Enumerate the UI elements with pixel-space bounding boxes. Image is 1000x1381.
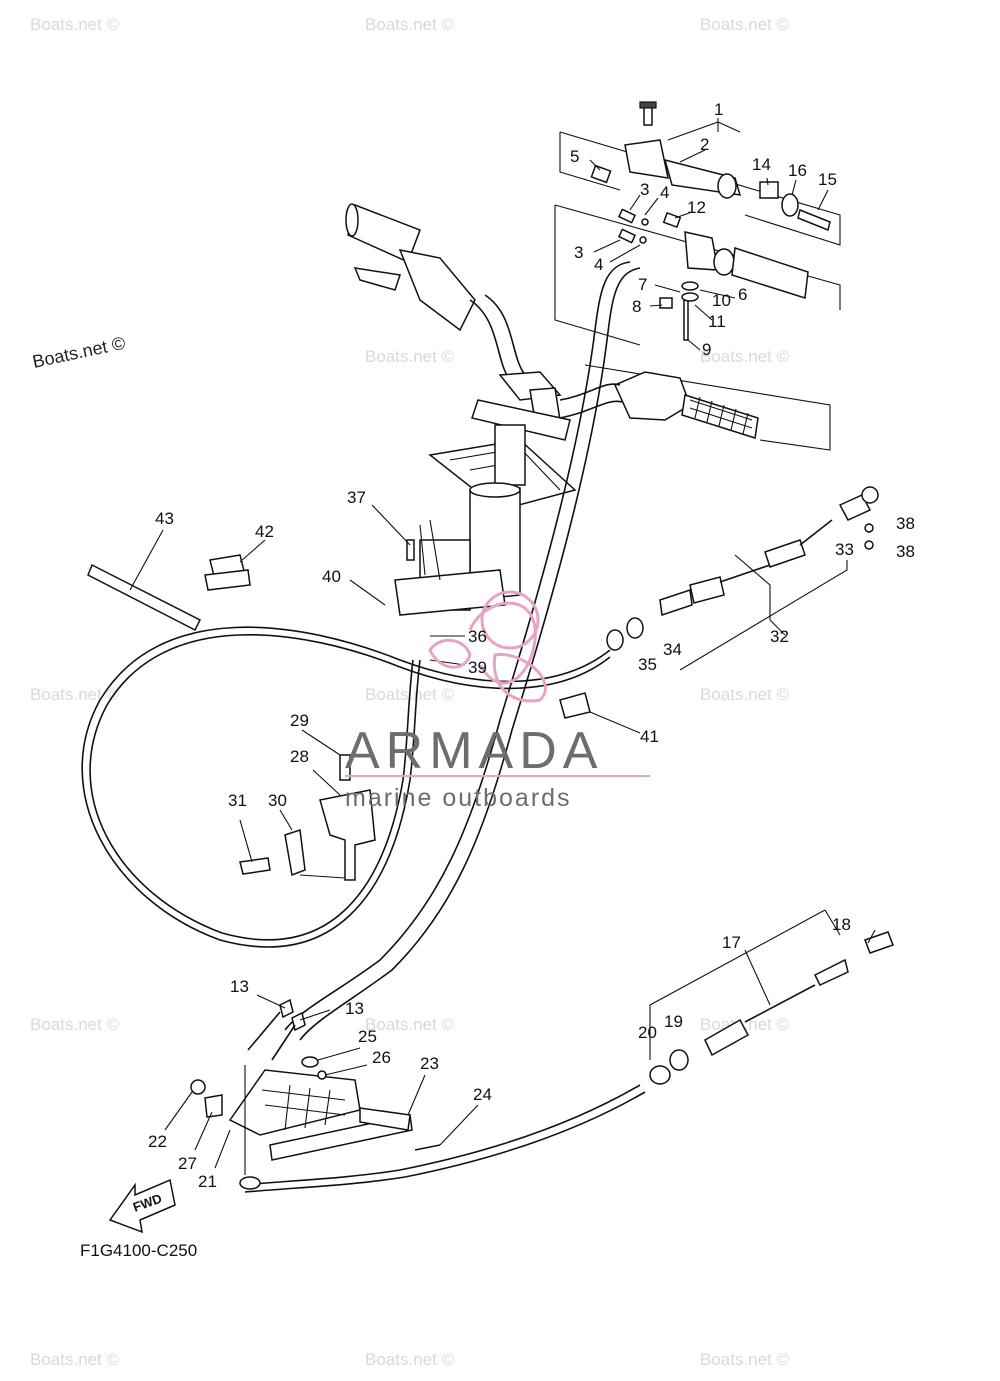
part-number: 17 xyxy=(722,933,741,952)
handlebar-box-grip xyxy=(584,364,831,451)
part-number: 38 xyxy=(896,514,915,533)
leader-lines xyxy=(129,118,876,1175)
armada-logo: ARMADA marine outboards xyxy=(345,590,650,812)
shift-cable-loop xyxy=(81,626,611,948)
watermark: Boats.net © xyxy=(700,347,790,366)
part-number: 4 xyxy=(660,183,669,202)
watermark: Boats.net © xyxy=(30,15,120,34)
watermark: Boats.net © xyxy=(365,1350,455,1369)
part-number: 20 xyxy=(638,1023,657,1042)
part-number: 40 xyxy=(322,567,341,586)
part-number: 3 xyxy=(574,243,583,262)
part-number: 8 xyxy=(632,297,641,316)
part-number: 38 xyxy=(896,542,915,561)
screw-part-15 xyxy=(797,208,831,232)
part-number: 10 xyxy=(712,291,731,310)
part-number: 18 xyxy=(832,915,851,934)
part-number: 42 xyxy=(255,522,274,541)
part-number: 43 xyxy=(155,509,174,528)
control-lever xyxy=(190,1056,441,1161)
clip-part-5 xyxy=(590,164,612,184)
washer-part-16 xyxy=(781,193,799,217)
watermark: Boats.net © xyxy=(30,685,120,704)
watermark: Boats.net © xyxy=(365,347,455,366)
part-number: 14 xyxy=(752,155,771,174)
part-number: 2 xyxy=(700,135,709,154)
part-number: 1 xyxy=(714,100,723,119)
steering-column xyxy=(394,424,577,616)
cable-end-32 xyxy=(606,486,879,651)
diagram-code: F1G4100-C250 xyxy=(80,1241,197,1260)
part-number: 12 xyxy=(687,198,706,217)
part-number: 7 xyxy=(638,275,647,294)
part-number: 32 xyxy=(770,627,789,646)
part-number: 3 xyxy=(640,180,649,199)
part-number: 23 xyxy=(420,1054,439,1073)
part-number: 31 xyxy=(228,791,247,810)
logo-subtitle: marine outboards xyxy=(345,784,572,812)
bracket-parts xyxy=(239,754,376,881)
part-number: 4 xyxy=(594,255,603,274)
watermark: Boats.net © xyxy=(700,1350,790,1369)
tie-wrap-43 xyxy=(87,563,202,632)
clamp-42 xyxy=(204,554,251,591)
part-number: 5 xyxy=(570,147,579,166)
part-number: 11 xyxy=(708,312,726,331)
throttle-grip xyxy=(624,101,742,199)
watermark: Boats.net © xyxy=(365,1015,455,1034)
part-number: 21 xyxy=(198,1172,217,1191)
part-number: 35 xyxy=(638,655,657,674)
part-number: 6 xyxy=(738,285,747,304)
watermark: Boats.net © xyxy=(30,1350,120,1369)
part-number: 30 xyxy=(268,791,287,810)
part-number: 41 xyxy=(640,727,659,746)
part-number-labels: 1 2 3 4 5 6 7 8 9 10 11 12 3 4 14 16 15 … xyxy=(148,100,915,1191)
switch-housing xyxy=(617,208,809,341)
part-number: 22 xyxy=(148,1132,167,1151)
part-number: 28 xyxy=(290,747,309,766)
part-number: 13 xyxy=(230,977,249,996)
part-number: 36 xyxy=(468,627,487,646)
pad-part-41 xyxy=(559,692,591,719)
watermark: Boats.net © xyxy=(700,15,790,34)
left-handlebar xyxy=(345,203,623,441)
part-number: 27 xyxy=(178,1154,197,1173)
watermark-main: Boats.net © xyxy=(31,333,127,372)
right-grip xyxy=(614,371,759,439)
logo-title: ARMADA xyxy=(345,722,603,780)
part-number: 26 xyxy=(372,1048,391,1067)
part-number: 25 xyxy=(358,1027,377,1046)
cable-ends-13 xyxy=(247,998,306,1061)
part-number: 19 xyxy=(664,1012,683,1031)
part-number: 29 xyxy=(290,711,309,730)
handlebar-box-lower xyxy=(554,204,841,346)
part-number: 33 xyxy=(835,540,854,559)
part-number: 37 xyxy=(347,488,366,507)
watermark: Boats.net © xyxy=(700,685,790,704)
part-number: 9 xyxy=(702,340,711,359)
pin-part-14 xyxy=(759,181,779,199)
part-number: 34 xyxy=(663,640,682,659)
part-number: 15 xyxy=(818,170,837,189)
watermark: Boats.net © xyxy=(365,15,455,34)
throttle-cable-17 xyxy=(239,931,894,1193)
part-number: 24 xyxy=(473,1085,492,1104)
part-number: 39 xyxy=(468,658,487,677)
watermark: Boats.net © xyxy=(30,1015,120,1034)
fwd-arrow: FWD xyxy=(108,1178,176,1234)
part-number: 16 xyxy=(788,161,807,180)
part-number: 13 xyxy=(345,999,364,1018)
throttle-cables xyxy=(284,261,641,1041)
